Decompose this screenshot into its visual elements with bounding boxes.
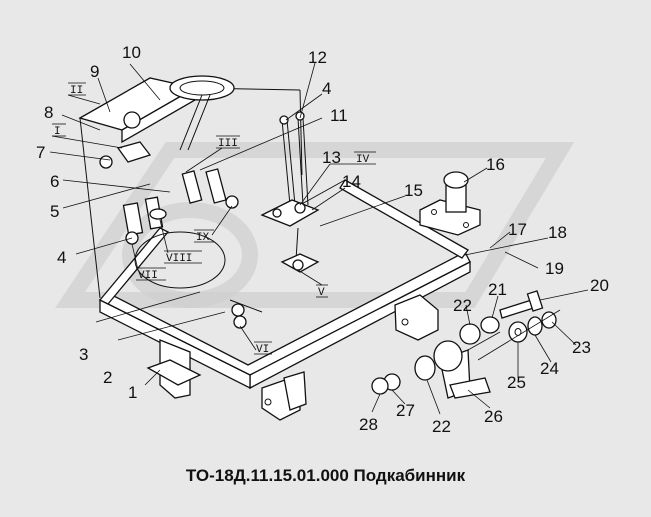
callout-label: 23: [572, 338, 591, 357]
pedals-and-levers: [122, 111, 320, 329]
callout-label: 3: [79, 345, 88, 364]
view-label: I: [54, 126, 61, 138]
callout-label: 15: [404, 181, 423, 200]
view-labels: I II III IV V VI VII VIII IX: [52, 82, 376, 356]
callout-label: 27: [396, 401, 415, 420]
callout-label: 12: [308, 48, 327, 67]
callout-label: 20: [590, 276, 609, 295]
callout-label: 22: [432, 417, 451, 436]
view-label: IX: [196, 232, 210, 244]
callout-label: 6: [50, 172, 59, 191]
view-label: II: [70, 85, 83, 97]
view-label: VII: [138, 270, 158, 282]
callout-label: 18: [548, 223, 567, 242]
cab-back-panel: [78, 75, 303, 299]
view-label: III: [218, 138, 238, 150]
leader-lines: [49, 62, 589, 415]
callout-label: 7: [36, 143, 45, 162]
callout-label: 10: [122, 43, 141, 62]
view-label: VI: [256, 344, 269, 356]
callout-label: 14: [342, 172, 361, 191]
callout-label: 17: [508, 220, 527, 239]
callout-label: 1: [128, 383, 137, 402]
callout-label: 26: [484, 407, 503, 426]
callout-label: 4: [322, 79, 331, 98]
callout-label: 19: [545, 259, 564, 278]
view-label: IV: [356, 154, 370, 166]
callout-label: 22: [453, 296, 472, 315]
main-frame: [98, 179, 471, 421]
callout-label: 21: [488, 280, 507, 299]
callout-label: 8: [44, 103, 53, 122]
callout-label: 2: [103, 368, 112, 387]
callout-label: 9: [90, 62, 99, 81]
view-label: VIII: [166, 253, 192, 265]
callout-label: 16: [486, 155, 505, 174]
view-label: V: [318, 287, 325, 299]
callout-label: 4: [57, 248, 66, 267]
callout-label: 11: [330, 106, 348, 125]
callout-label: 28: [359, 415, 378, 434]
callout-label: 5: [50, 202, 59, 221]
diagram-caption: ТО-18Д.11.15.01.000 Подкабинник: [185, 466, 466, 485]
callout-label: 13: [322, 148, 341, 167]
callout-numbers: 1 2 3 4 4 5 6 7 8 9 10 11 12 13 14 15 16…: [36, 43, 609, 436]
watermark-logo: [55, 142, 575, 308]
callout-label: 25: [507, 373, 526, 392]
callout-label: 24: [540, 359, 559, 378]
